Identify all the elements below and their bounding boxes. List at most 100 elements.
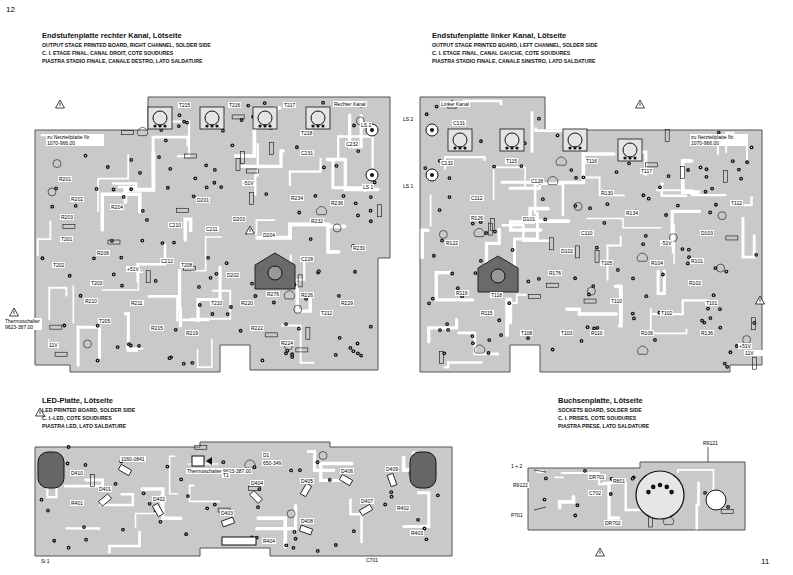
pad-hole — [457, 288, 458, 289]
solder-pad — [712, 293, 716, 297]
copper-trace — [198, 267, 220, 320]
subheading-text: PIASTRA STADIO FINALE, CANALE SINISTRO, … — [432, 57, 598, 65]
led-symbol — [152, 503, 163, 516]
pad-hole — [93, 258, 94, 259]
pad-hole — [452, 273, 453, 274]
board-note: +51V — [126, 266, 140, 272]
pad-hole — [55, 188, 56, 189]
pad-hole — [193, 196, 194, 197]
solder-pad — [526, 336, 530, 340]
solder-pad — [168, 167, 172, 171]
board-note: zu Netzteilplatte Nr. 1070-966.00 — [46, 134, 104, 146]
resistor-label: R203 — [60, 214, 74, 220]
solder-pad — [511, 248, 515, 252]
copper-trace — [109, 532, 139, 553]
pad-hole — [130, 345, 131, 346]
terminal-pad — [370, 128, 374, 132]
pad-hole — [146, 219, 147, 220]
warning-triangle — [756, 296, 765, 304]
pad-hole — [111, 240, 112, 241]
resistor-symbol — [378, 205, 382, 217]
power-transistor — [200, 107, 224, 129]
copper-trace — [535, 184, 563, 215]
solder-pad — [322, 165, 326, 169]
pad-hole — [527, 338, 528, 339]
pad-hole — [704, 492, 705, 493]
transistor-body — [258, 111, 272, 125]
pad-hole — [587, 327, 588, 328]
solder-pad — [129, 158, 133, 162]
pad-hole — [446, 323, 447, 324]
resistor-label: R402 — [396, 505, 410, 511]
warning-triangle — [596, 548, 605, 556]
copper-trace — [149, 296, 209, 320]
pad-hole — [175, 329, 176, 330]
copper-trace — [102, 194, 140, 230]
pad-hole — [441, 240, 442, 241]
pad-hole — [360, 355, 361, 356]
pad-hole — [292, 354, 293, 355]
solder-pad — [543, 218, 547, 222]
circuit-board — [528, 462, 745, 530]
solder-pad — [702, 321, 706, 325]
solder-pad — [116, 345, 120, 349]
pad-hole — [688, 249, 689, 250]
solder-pad — [246, 104, 250, 108]
solder-pad — [337, 294, 341, 298]
pad-hole — [206, 165, 207, 166]
pad-hole — [654, 339, 655, 340]
pad-hole — [52, 206, 53, 207]
copper-trace — [153, 137, 188, 171]
copper-trace — [236, 121, 263, 156]
pad-hole — [208, 257, 209, 258]
board-note: -51V — [242, 180, 255, 186]
solder-pad — [568, 146, 571, 149]
pad-hole — [149, 503, 150, 504]
solder-pad — [510, 146, 513, 149]
warning-mark — [60, 103, 61, 107]
transistor-outline — [148, 107, 172, 129]
pad-hole — [131, 189, 132, 190]
solder-pad — [499, 333, 503, 337]
trimmer-mount — [255, 253, 295, 289]
solder-pad — [752, 321, 756, 325]
resistor-symbol — [721, 510, 733, 514]
board-note: 650-349 — [262, 460, 282, 466]
solder-pad — [338, 336, 342, 340]
pad-hole — [115, 483, 116, 484]
transistor-label: T202 — [52, 262, 65, 268]
pad-hole — [662, 274, 663, 275]
pad-hole — [138, 345, 139, 346]
resistor-symbol — [528, 294, 540, 298]
solder-pad — [311, 124, 314, 127]
resistor-symbol — [269, 142, 273, 154]
pad-hole — [121, 257, 122, 258]
copper-trace — [445, 363, 482, 368]
solder-pad — [450, 272, 454, 276]
solder-pad — [723, 362, 727, 366]
pad-hole — [223, 462, 224, 463]
pad-hole — [123, 196, 124, 197]
solder-pad — [261, 359, 265, 363]
circuit-board — [420, 97, 762, 372]
solder-pad — [369, 325, 373, 329]
copper-trace — [607, 237, 620, 280]
solder-pad — [445, 322, 449, 326]
pad-hole — [97, 325, 98, 326]
led-symbol — [359, 504, 372, 515]
diode-label: D101 — [522, 216, 536, 222]
socket-pin — [669, 490, 674, 495]
solder-pad — [230, 143, 234, 147]
pad-hole — [139, 172, 140, 173]
pad-hole — [318, 271, 319, 272]
solder-pad — [705, 167, 709, 171]
capacitor-label: C110 — [580, 230, 594, 236]
transistor-label: T118 — [490, 292, 503, 298]
board-note: Si 1 — [40, 558, 51, 564]
transistor-symbol — [637, 253, 647, 261]
copper-trace — [531, 113, 534, 152]
copper-trace — [327, 159, 377, 189]
solder-pad — [641, 193, 645, 197]
board-note: 11V — [48, 342, 59, 348]
solder-pad — [328, 478, 332, 482]
